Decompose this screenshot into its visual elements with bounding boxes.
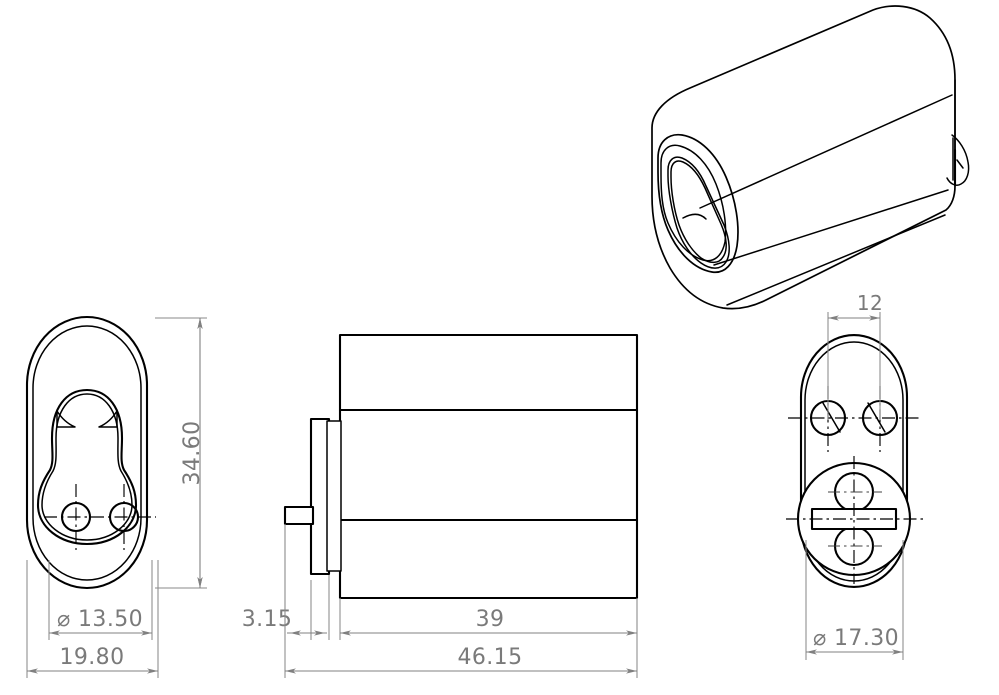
center-cam-plate-step [326,420,342,572]
left-outer-profile [25,315,149,590]
left-ward-notch-right [98,410,118,428]
dim-12-text: 12 [857,291,883,315]
iso-opening-outer-rim [657,133,739,274]
iso-view [651,5,970,310]
iso-keyway-waist [682,213,707,220]
dim-3-15-text: 3.15 [242,607,293,632]
right-fixing-hole-left-flat [822,402,841,433]
dim-13-50-text: ⌀ 13.50 [57,607,143,632]
dim-34-60: 34.60 [155,317,207,589]
iso-keyway-profile [667,156,730,269]
iso-opening-inner-rim [660,144,727,262]
dim-39-text: 39 [476,607,505,632]
center-view: 3.15 39 46.15 [242,333,639,678]
center-body-rect [338,333,639,600]
right-view: 12 ⌀ 17.30 [786,291,924,660]
iso-body-band-top [699,94,953,209]
dim-17-30-text: ⌀ 17.30 [813,626,899,651]
dim-12: 12 [827,291,883,420]
dim-13-50: ⌀ 13.50 [48,560,153,640]
left-view: 34.60 ⌀ 13.50 19.80 [25,315,207,678]
left-ward-notch-left [56,410,76,428]
dim-34-60-text: 34.60 [180,421,205,486]
iso-body-band-mid [713,189,949,266]
left-keyway-profile [36,388,138,546]
dim-19-80: 19.80 [26,560,159,678]
left-outer-profile-inner [32,325,142,581]
dim-46-15-text: 46.15 [458,645,523,670]
iso-body-outline [651,5,956,310]
iso-body-band-low [726,214,946,306]
center-cam-tab [283,505,315,526]
dim-39: 39 [339,598,638,640]
iso-keyway-profile-inner [670,160,727,264]
dim-19-80-text: 19.80 [60,645,125,670]
dim-17-30: ⌀ 17.30 [805,540,904,660]
dim-46-15: 46.15 [284,524,638,678]
